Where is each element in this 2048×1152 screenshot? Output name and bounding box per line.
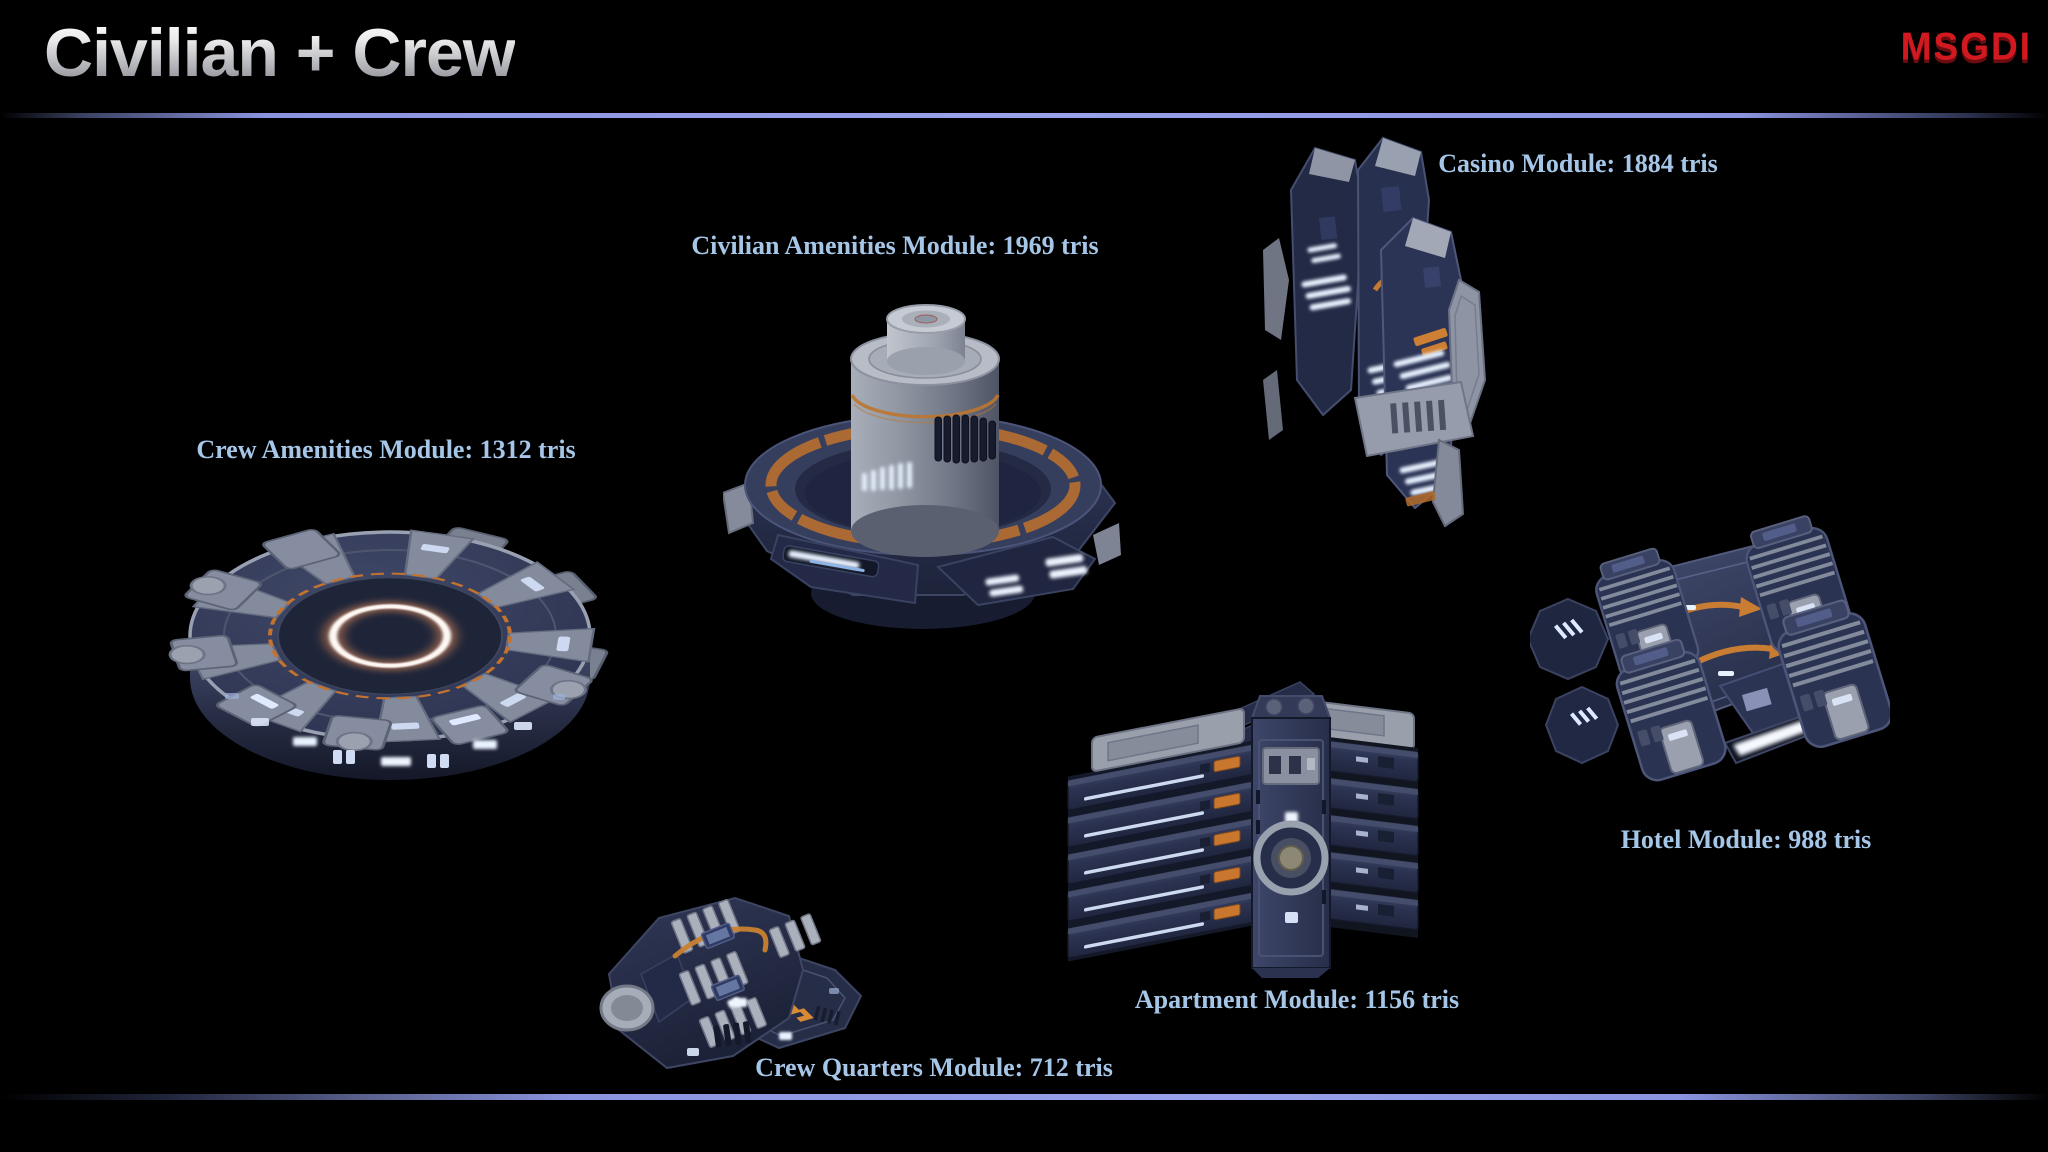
center-column xyxy=(1250,695,1332,978)
civilian-amenities-label: Civilian Amenities Module: 1969 tris xyxy=(691,231,1099,260)
crew-amenities-model xyxy=(168,527,609,780)
msgdi-logo: MSGDI xyxy=(1900,24,2032,69)
civilian-amenities-module xyxy=(723,297,1123,637)
hotel-module xyxy=(1530,511,1890,801)
inner-disc xyxy=(277,577,503,695)
left-wing xyxy=(1067,708,1257,962)
apartment-module xyxy=(1060,660,1425,978)
header-divider xyxy=(0,113,2048,118)
casino-label: Casino Module: 1884 tris xyxy=(1438,149,1718,178)
side-fin-lower xyxy=(1431,438,1465,528)
civilian-amenities-model xyxy=(723,304,1121,629)
vent-slots xyxy=(713,1021,752,1048)
crew-amenities-label: Crew Amenities Module: 1312 tris xyxy=(196,435,576,464)
side-lights xyxy=(225,693,565,768)
orange-plates xyxy=(1413,328,1448,357)
page-title: Civilian + Crew xyxy=(44,15,516,91)
cylinder-orange-stripe xyxy=(850,394,1000,419)
crew-quarters-label: Crew Quarters Module: 712 tris xyxy=(755,1053,1113,1082)
window-upper xyxy=(700,922,735,949)
top-ribs xyxy=(670,899,741,954)
orange-stripe xyxy=(672,926,769,959)
crew-amenities-module xyxy=(165,488,615,793)
hotel-label: Hotel Module: 988 tris xyxy=(1620,825,1872,854)
footer-divider xyxy=(0,1094,2048,1100)
apartment-model xyxy=(1067,681,1419,978)
hotel-model xyxy=(1530,511,1890,787)
casino-module xyxy=(1263,130,1513,530)
left-face-upper xyxy=(1530,597,1610,681)
cylinder-vents xyxy=(934,414,996,464)
orange-ring xyxy=(268,572,512,700)
casino-model xyxy=(1263,136,1487,528)
cylinder-light-slits xyxy=(862,462,912,491)
crew-quarters-module xyxy=(583,878,868,1093)
apartment-label: Apartment Module: 1156 tris xyxy=(1134,985,1460,1014)
crew-quarters-model xyxy=(599,896,863,1070)
front-panel-lights xyxy=(985,554,1088,597)
left-face-lower xyxy=(1544,685,1620,765)
